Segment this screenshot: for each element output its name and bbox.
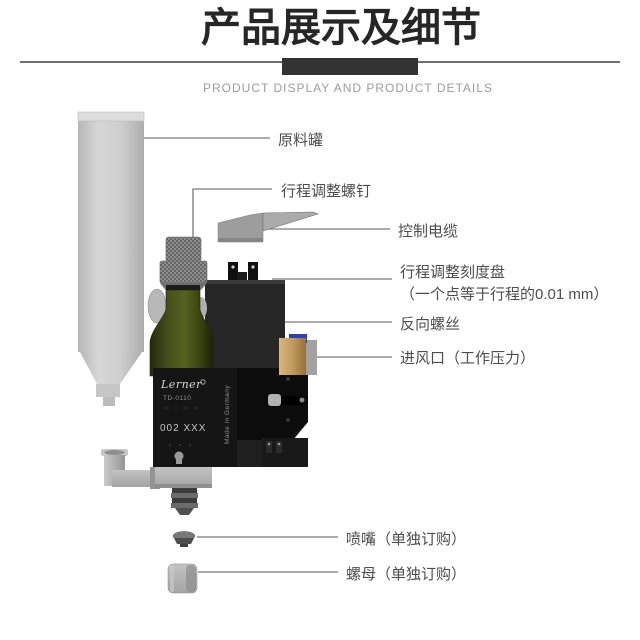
label-reverse-screw: 反向螺丝 [400, 316, 461, 333]
elbow-fitting-graphic [101, 449, 160, 489]
header-divider-block [282, 58, 418, 75]
valve-front-body-graphic: Lerner TD-0110 002 XXX Made in Germany [153, 368, 237, 515]
serial-marking: 002 XXX [160, 423, 206, 434]
label-stroke-dial: 行程调整刻度盘 （一个点等于行程的0.01 mm） [400, 262, 608, 306]
reverse-screw-graphic [270, 396, 304, 405]
stroke-adjust-screw-graphic [159, 236, 208, 294]
face-dots [165, 407, 197, 446]
brand-marking: Lerner [160, 378, 202, 391]
brand-logo-icon [200, 379, 206, 385]
solenoid-block-graphic [205, 262, 308, 467]
leader-lines [135, 137, 392, 573]
air-inlet-graphic [279, 334, 317, 375]
label-material-tank: 原料罐 [278, 132, 324, 149]
label-stroke-adjust-screw: 行程调整螺钉 [281, 183, 372, 200]
page-subtitle: PRODUCT DISPLAY AND PRODUCT DETAILS [203, 81, 493, 95]
origin-marking: Made in Germany [224, 385, 231, 444]
label-air-inlet: 进风口（工作压力） [400, 350, 536, 367]
label-nut: 螺母（单独订购） [346, 566, 467, 583]
control-cable-graphic [217, 211, 319, 243]
label-stroke-dial-title: 行程调整刻度盘 [400, 264, 506, 281]
model-marking: TD-0110 [163, 395, 191, 402]
label-nozzle: 喷嘴（单独订购） [346, 531, 467, 548]
label-control-cable: 控制电缆 [398, 223, 459, 240]
leader-line-stroke-screw [192, 188, 272, 238]
material-tank-graphic [77, 111, 145, 406]
threaded-outlet-graphic [171, 488, 198, 515]
label-stroke-dial-note: （一个点等于行程的0.01 mm） [400, 286, 609, 303]
spare-nut-graphic [167, 563, 198, 594]
page-title: 产品展示及细节 [201, 6, 481, 50]
spare-nozzle-graphic [172, 531, 196, 547]
